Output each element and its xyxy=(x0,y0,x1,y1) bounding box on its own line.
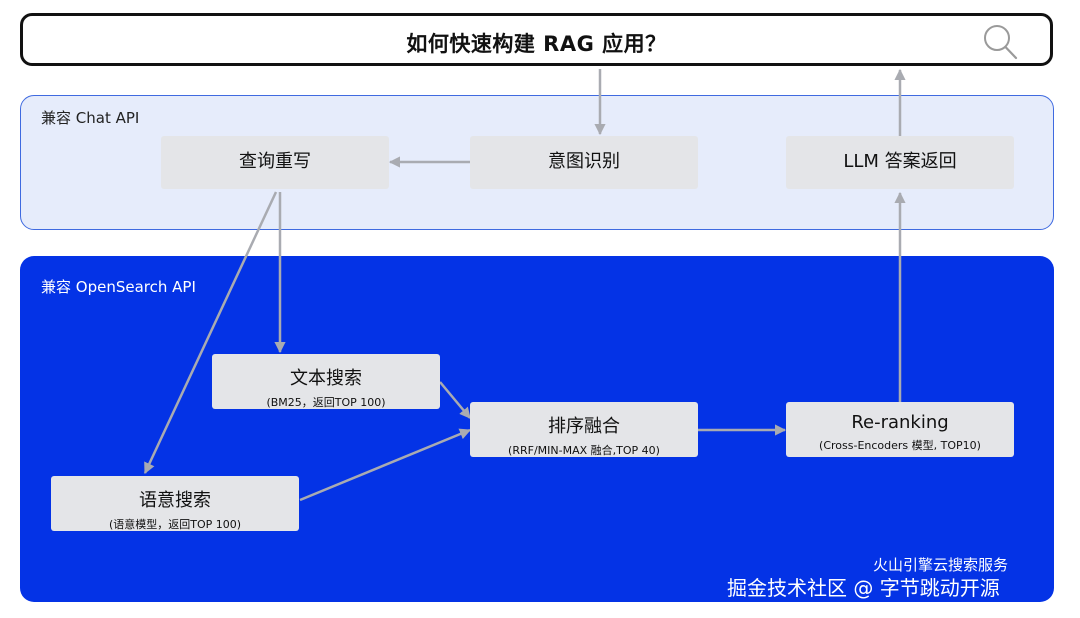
node-llm-answer: LLM 答案返回 xyxy=(786,136,1014,189)
node-semantic-search-sub: (语意模型，返回TOP 100) xyxy=(108,518,242,531)
node-query-rewrite-title: 查询重写 xyxy=(239,151,311,172)
chat-api-label: 兼容 Chat API xyxy=(41,109,140,127)
search-bar[interactable]: 如何快速构建 RAG 应用？ xyxy=(20,13,1053,66)
node-rerank-title: Re-ranking xyxy=(851,412,949,433)
node-rank-fusion: 排序融合 (RRF/MIN-MAX 融合,TOP 40) xyxy=(470,402,698,457)
node-semantic-search: 语意搜索 (语意模型，返回TOP 100) xyxy=(51,476,299,531)
node-semantic-search-title: 语意搜索 xyxy=(139,490,211,511)
search-icon[interactable] xyxy=(980,22,1020,62)
node-query-rewrite: 查询重写 xyxy=(161,136,389,189)
opensearch-api-label: 兼容 OpenSearch API xyxy=(41,278,196,296)
node-fusion-sub: (RRF/MIN-MAX 融合,TOP 40) xyxy=(508,444,660,457)
node-intent-recognition: 意图识别 xyxy=(470,136,698,189)
search-title: 如何快速构建 RAG 应用？ xyxy=(406,32,667,56)
node-text-search-title: 文本搜索 xyxy=(290,368,362,389)
node-text-search: 文本搜索 (BM25，返回TOP 100) xyxy=(212,354,440,409)
watermark-community: 掘金技术社区 @ 字节跳动开源 xyxy=(727,576,1000,600)
node-fusion-title: 排序融合 xyxy=(548,416,620,437)
node-text-search-sub: (BM25，返回TOP 100) xyxy=(266,396,386,409)
watermark-service: 火山引擎云搜索服务 xyxy=(873,556,1009,574)
node-reranking: Re-ranking (Cross-Encoders 模型, TOP10) xyxy=(786,402,1014,457)
node-rerank-sub: (Cross-Encoders 模型, TOP10) xyxy=(819,439,981,452)
node-llm-answer-title: LLM 答案返回 xyxy=(843,151,957,172)
node-intent-title: 意图识别 xyxy=(548,151,620,172)
